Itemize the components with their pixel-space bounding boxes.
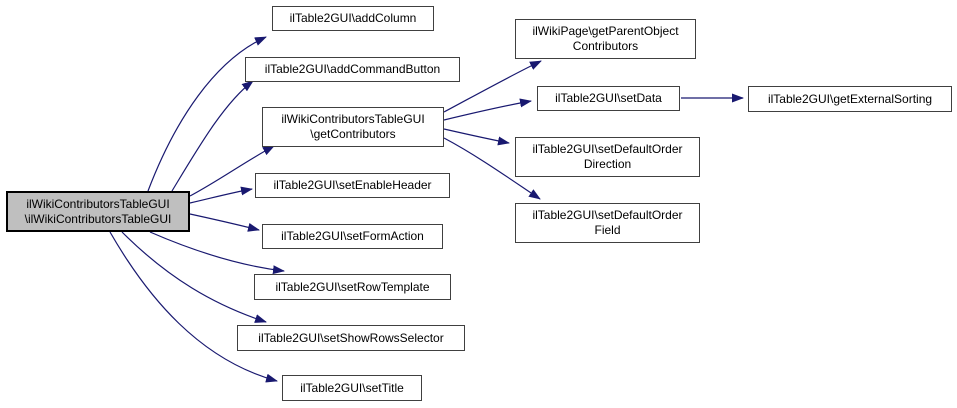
edge-getContributors-getParentObjectContributors bbox=[443, 60, 542, 113]
edge-getContributors-setData bbox=[443, 98, 532, 121]
node-addCommandButton[interactable]: ilTable2GUI\addCommandButton bbox=[245, 57, 460, 82]
node-setShowRowsSelector[interactable]: ilTable2GUI\setShowRowsSelector bbox=[237, 325, 465, 351]
edge-ilWikiContributorsTableGUI-constructor-setEnableHeader bbox=[189, 186, 253, 204]
edge-ilWikiContributorsTableGUI-constructor-setTitle bbox=[109, 231, 278, 383]
edge-ilWikiContributorsTableGUI-constructor-getContributors bbox=[189, 145, 275, 197]
edge-ilWikiContributorsTableGUI-constructor-addColumn bbox=[147, 36, 267, 192]
edge-getContributors-setDefaultOrderField bbox=[443, 137, 541, 200]
node-getParentObjectContributors[interactable]: ilWikiPage\getParentObject Contributors bbox=[515, 19, 696, 59]
node-setDefaultOrderDirection[interactable]: ilTable2GUI\setDefaultOrder Direction bbox=[515, 137, 700, 177]
node-getExternalSorting[interactable]: ilTable2GUI\getExternalSorting bbox=[748, 86, 952, 112]
edge-ilWikiContributorsTableGUI-constructor-addCommandButton bbox=[171, 80, 254, 192]
edge-ilWikiContributorsTableGUI-constructor-setFormAction bbox=[189, 213, 260, 232]
node-setTitle[interactable]: ilTable2GUI\setTitle bbox=[282, 375, 422, 401]
edge-getContributors-setDefaultOrderDirection bbox=[443, 128, 510, 146]
node-setEnableHeader[interactable]: ilTable2GUI\setEnableHeader bbox=[255, 173, 450, 198]
node-setData[interactable]: ilTable2GUI\setData bbox=[537, 86, 680, 111]
edge-ilWikiContributorsTableGUI-constructor-setRowTemplate bbox=[149, 231, 285, 275]
node-setFormAction[interactable]: ilTable2GUI\setFormAction bbox=[262, 224, 443, 249]
node-ilWikiContributorsTableGUI-constructor: ilWikiContributorsTableGUI \ilWikiContri… bbox=[6, 191, 190, 232]
edges-group bbox=[109, 36, 744, 383]
node-setDefaultOrderField[interactable]: ilTable2GUI\setDefaultOrder Field bbox=[515, 203, 700, 243]
node-setRowTemplate[interactable]: ilTable2GUI\setRowTemplate bbox=[254, 274, 451, 300]
node-addColumn[interactable]: ilTable2GUI\addColumn bbox=[272, 6, 434, 31]
node-getContributors[interactable]: ilWikiContributorsTableGUI \getContribut… bbox=[262, 107, 444, 147]
edge-ilWikiContributorsTableGUI-constructor-setShowRowsSelector bbox=[121, 231, 267, 323]
